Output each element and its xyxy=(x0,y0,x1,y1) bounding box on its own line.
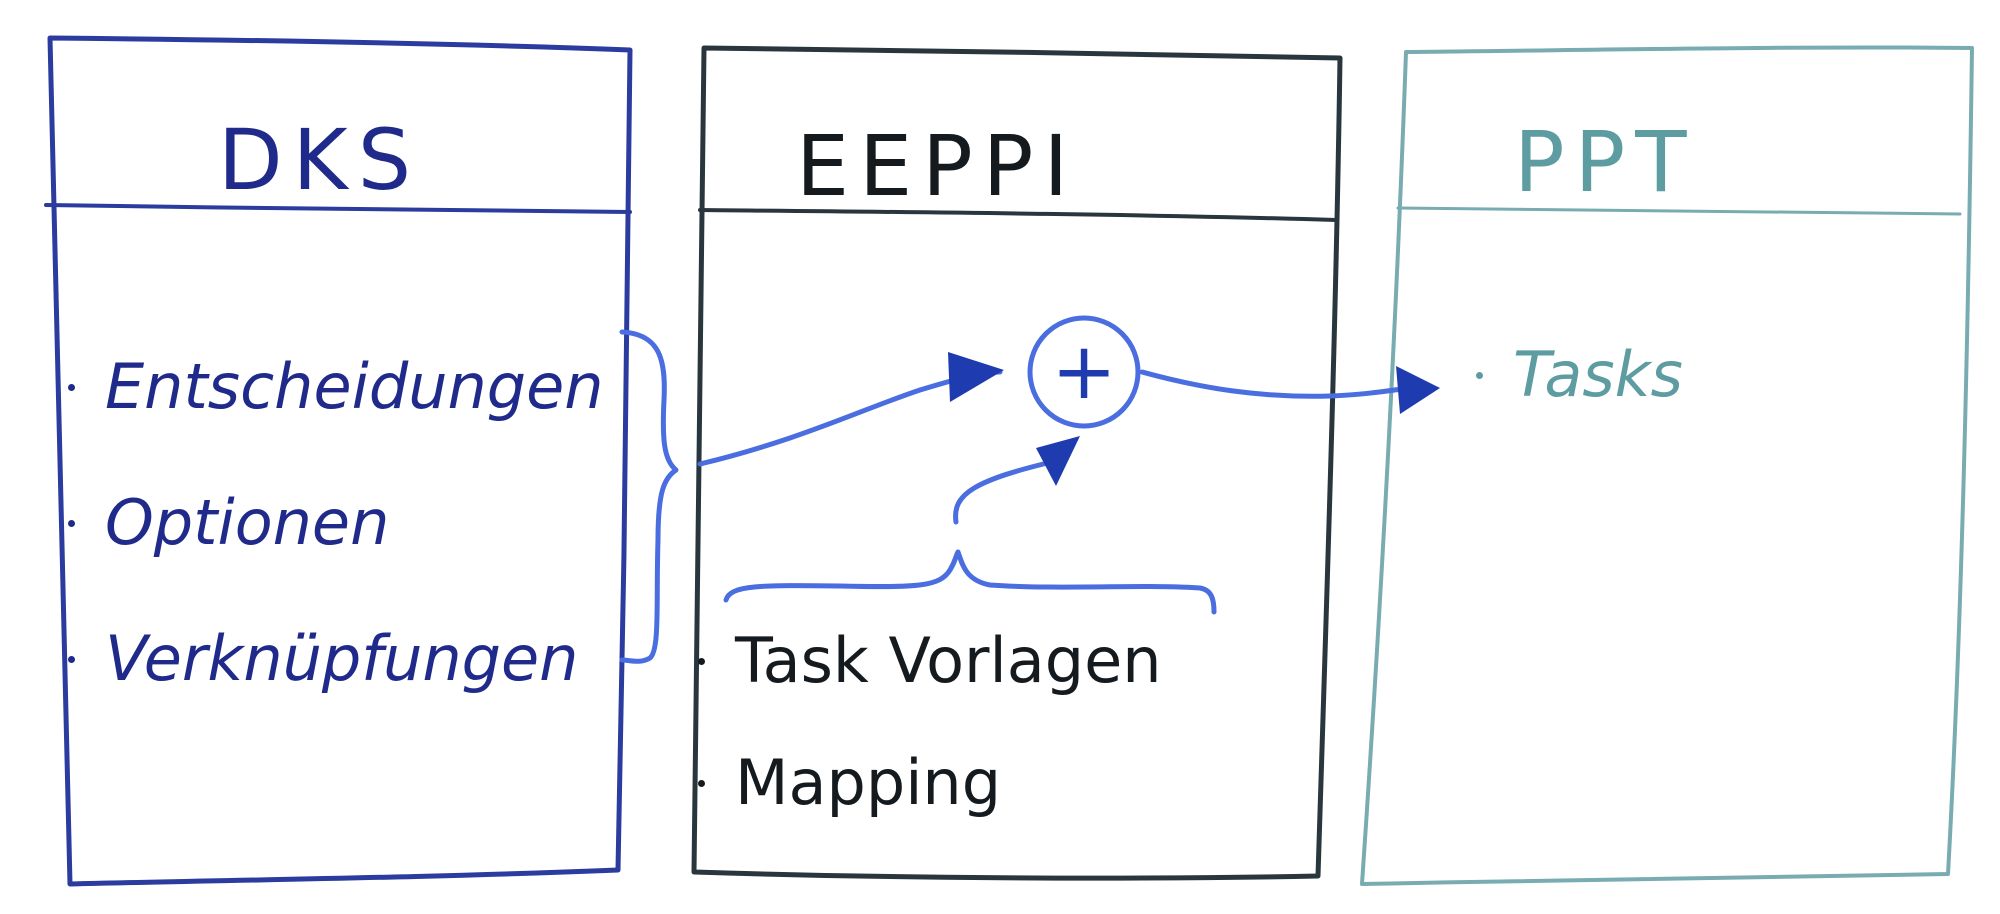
dks-item-label: Verknüpfungen xyxy=(105,622,579,695)
dks-header-divider xyxy=(44,203,632,214)
eeppi-box-outline xyxy=(691,45,1343,881)
ppt-title: PPT xyxy=(1514,113,1697,211)
ppt-item-label: Tasks xyxy=(1513,338,1683,411)
combine-circle xyxy=(1027,315,1141,429)
dks-item-label: Entscheidungen xyxy=(105,350,604,423)
dks-item-entscheidungen: Entscheidungen xyxy=(68,356,604,418)
dks-to-combine-arrowhead xyxy=(948,352,1004,402)
eeppi-item-label: Task Vorlagen xyxy=(735,624,1162,697)
eeppi-item-task-vorlagen: Task Vorlagen xyxy=(698,630,1162,692)
eeppi-items-to-combine-connector xyxy=(953,457,1063,525)
ppt-item-tasks: Tasks xyxy=(1476,344,1683,406)
eeppi-items-to-combine-arrowhead xyxy=(1036,436,1080,486)
ppt-box xyxy=(1360,45,1974,886)
bullet-icon xyxy=(68,655,75,663)
bullet-icon xyxy=(698,779,705,787)
bullet-icon xyxy=(698,657,705,665)
dks-item-verknuepfungen: Verknüpfungen xyxy=(68,628,578,690)
eeppi-title: EEPPI xyxy=(796,117,1079,215)
eeppi-item-mapping: Mapping xyxy=(698,752,1001,814)
combine-to-tasks-connector xyxy=(1139,369,1433,399)
dks-box-outline xyxy=(47,35,633,887)
dks-title: DKS xyxy=(218,111,422,209)
dks-items-brace xyxy=(619,329,679,664)
dks-item-label: Optionen xyxy=(105,486,390,559)
eeppi-item-label: Mapping xyxy=(735,746,1002,819)
bullet-icon xyxy=(68,383,75,391)
eeppi-header-divider xyxy=(698,208,1338,222)
eeppi-items-brace xyxy=(723,549,1217,615)
ppt-box-outline xyxy=(1360,45,1974,886)
dks-box xyxy=(44,35,633,887)
bullet-icon xyxy=(1476,371,1483,379)
combine-to-tasks-arrowhead xyxy=(1396,366,1440,414)
bullet-icon xyxy=(68,519,75,527)
combine-plus: + xyxy=(1051,327,1116,417)
ppt-header-divider xyxy=(1396,206,1962,216)
dks-item-optionen: Optionen xyxy=(68,492,389,554)
eeppi-box xyxy=(691,45,1343,881)
